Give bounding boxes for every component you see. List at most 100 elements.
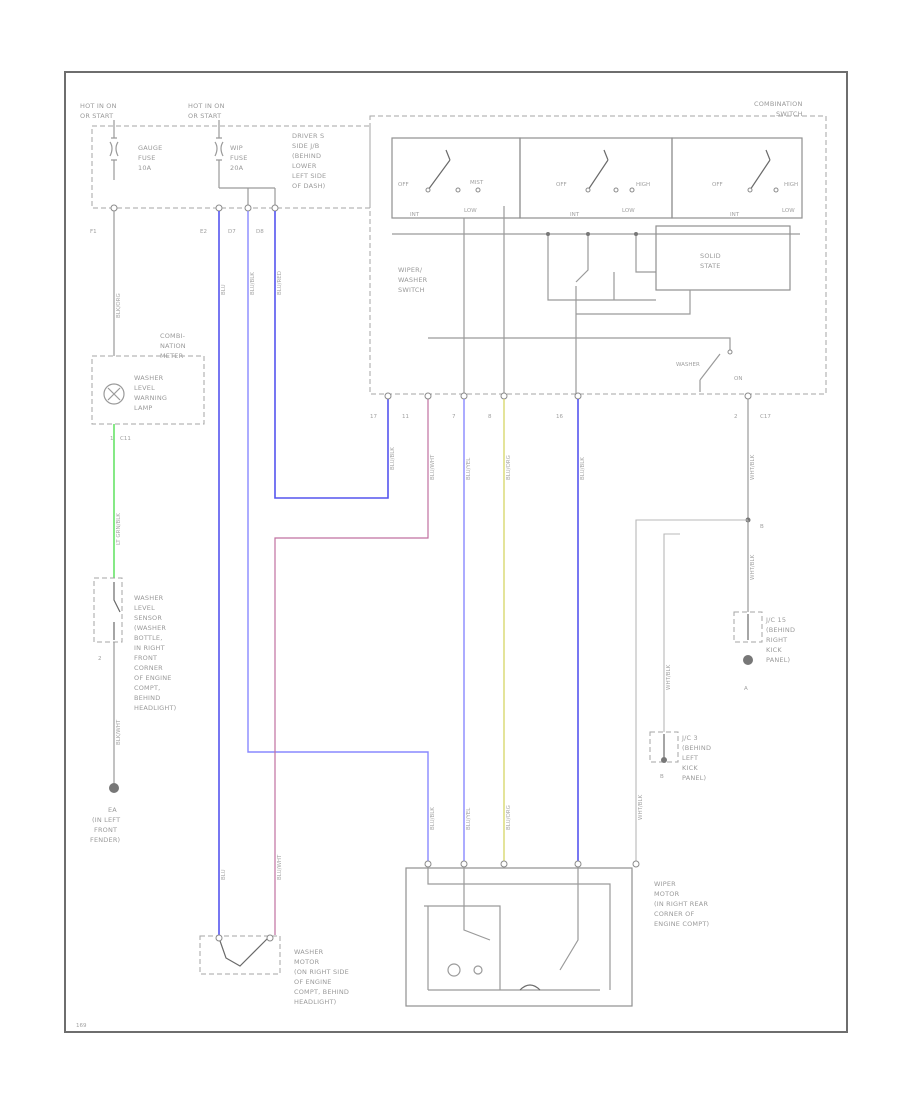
switch-contact-3 <box>749 149 771 191</box>
pin-7: 7 <box>452 414 456 420</box>
wiper-internal <box>424 867 611 991</box>
pin-d8: D8 <box>256 229 264 235</box>
pin-c17: C17 <box>760 414 771 420</box>
washer-level-sensor-icon <box>113 582 121 640</box>
switch-label-int-1: INT <box>410 212 420 218</box>
switch-label-off-3: OFF <box>712 182 723 188</box>
pin-2: 2 <box>734 414 738 420</box>
wire-label-lt-grn: LT GRN/BLK <box>116 513 122 545</box>
wiper-pin-2 <box>460 860 468 868</box>
cs-pin-11 <box>424 392 432 400</box>
wiper-washer-switch-label-3: SWITCH <box>398 286 425 294</box>
pin-m1: 1 <box>110 436 114 442</box>
wiper-motor-symbol-2 <box>473 965 483 975</box>
washer-motor-pin-1 <box>215 934 223 942</box>
connector-d8 <box>271 204 279 212</box>
combination-switch-box <box>369 115 827 395</box>
gauge-fuse-label-3: 10A <box>138 164 152 172</box>
cs-pin-8 <box>500 392 508 400</box>
bus-junction-3 <box>634 232 638 236</box>
switch-to-pins <box>428 206 731 396</box>
washer-motor-label-2: MOTOR <box>294 958 320 966</box>
connector-e2 <box>215 204 223 212</box>
ground-ea-icon <box>109 783 119 793</box>
pin-junction-b: B <box>760 524 764 530</box>
switch-node-2c <box>629 187 635 193</box>
switch-label-high-3: HIGH <box>784 182 798 188</box>
wiper-pin-3 <box>500 860 508 868</box>
washer-level-lamp-icon <box>103 383 125 405</box>
driver-side-jb-box <box>91 125 371 209</box>
driver-side-label-5: LEFT SIDE <box>292 172 326 180</box>
jc15-box <box>733 611 763 643</box>
switch-internal-bus <box>392 233 800 314</box>
wire-label-blu-wht: BLU/YEL <box>466 457 472 480</box>
washer-level-lamp-label: WASHER <box>134 374 164 382</box>
switch-node-3a <box>747 187 753 193</box>
cs-pin-17 <box>384 392 392 400</box>
wiper-pin-5 <box>632 860 640 868</box>
wire-label-blu-red: BLU/RED <box>277 271 283 295</box>
switch-label-low-2: LOW <box>622 208 635 214</box>
jc-left-label: J/C 3 <box>681 734 698 742</box>
washer-level-lamp-label-2: LEVEL <box>134 384 155 392</box>
wire-label-blu-blk-2: BLU/BLK <box>430 807 436 830</box>
washer-sensor-label-8: CORNER <box>134 664 163 672</box>
gauge-fuse-label: GAUGE <box>138 144 162 152</box>
wiper-pin-1 <box>424 860 432 868</box>
wiper-motor-label-5: ENGINE COMPT) <box>654 920 709 928</box>
washer-sensor-label-12: HEADLIGHT) <box>134 704 176 712</box>
jc-left-pin: B <box>660 774 664 780</box>
pin-e2: E2 <box>200 229 207 235</box>
pin-16: 16 <box>556 414 563 420</box>
jc-left-label-2: (BEHIND <box>682 744 711 752</box>
washer-motor-label-4: OF ENGINE <box>294 978 332 986</box>
driver-side-label-4: LOWER <box>292 162 317 170</box>
washer-sensor-label-10: COMPT, <box>134 684 160 692</box>
washer-motor-label-6: HEADLIGHT) <box>294 998 336 1006</box>
pin-11: 11 <box>402 414 409 420</box>
switch-node-1b <box>455 187 461 193</box>
hot-label-1b: OR START <box>80 112 113 120</box>
switch-node-3b <box>773 187 779 193</box>
diagram-frame <box>64 71 848 1033</box>
ground-ea-label-3: FRONT <box>94 826 117 834</box>
wire-label-pink-2: BLU/WHT <box>277 854 283 880</box>
hot-label-1: HOT IN ON <box>80 102 117 110</box>
wire-label-blk-org: BLK/ORG <box>116 293 122 318</box>
pin-d7: D7 <box>228 229 236 235</box>
wire-label-blu-2: BLU <box>221 869 227 880</box>
washer-sensor-label-5: BOTTLE, <box>134 634 162 642</box>
switch-node-2b <box>613 187 619 193</box>
jc-right-label-3: RIGHT <box>766 636 787 644</box>
bus-junction-1 <box>546 232 550 236</box>
washer-sensor-label-9: OF ENGINE <box>134 674 172 682</box>
wip-fuse-label: WIP <box>230 144 243 152</box>
wire-label-blk-wht: BLK/WHT <box>116 719 122 745</box>
wire-label-wht-blk-4: WHT/BLK <box>638 794 644 820</box>
switch-label-int-3: INT <box>730 212 740 218</box>
jc-left-label-5: PANEL) <box>682 774 706 782</box>
washer-sensor-label-6: IN RIGHT <box>134 644 165 652</box>
washer-motor-label-3: (ON RIGHT SIDE <box>294 968 349 976</box>
wire-d7-wiper-motor <box>247 211 429 862</box>
cs-pin-7 <box>460 392 468 400</box>
ground-ea-label-4: FENDER) <box>90 836 120 844</box>
wiper-motor-label: WIPER <box>654 880 676 888</box>
jc-right-label-2: (BEHIND <box>766 626 795 634</box>
wire-label-blu-yel-2: BLU/ORG <box>506 805 512 830</box>
jc3-node <box>661 757 667 763</box>
wiper-washer-switch-label-2: WASHER <box>398 276 428 284</box>
switch-label-int-2: INT <box>570 212 580 218</box>
combination-meter-label: COMBI- <box>160 332 186 340</box>
wire-label-blu-1: BLU <box>221 284 227 295</box>
washer-sensor-label-1: WASHER <box>134 594 164 602</box>
switch-contact-2 <box>587 149 609 191</box>
switch-section-1 <box>391 137 521 219</box>
solid-state-label-2: STATE <box>700 262 721 270</box>
jc-right-label-5: PANEL) <box>766 656 790 664</box>
connector-d7 <box>244 204 252 212</box>
gauge-fuse-icon <box>109 120 119 180</box>
pin-17: 17 <box>370 414 377 420</box>
